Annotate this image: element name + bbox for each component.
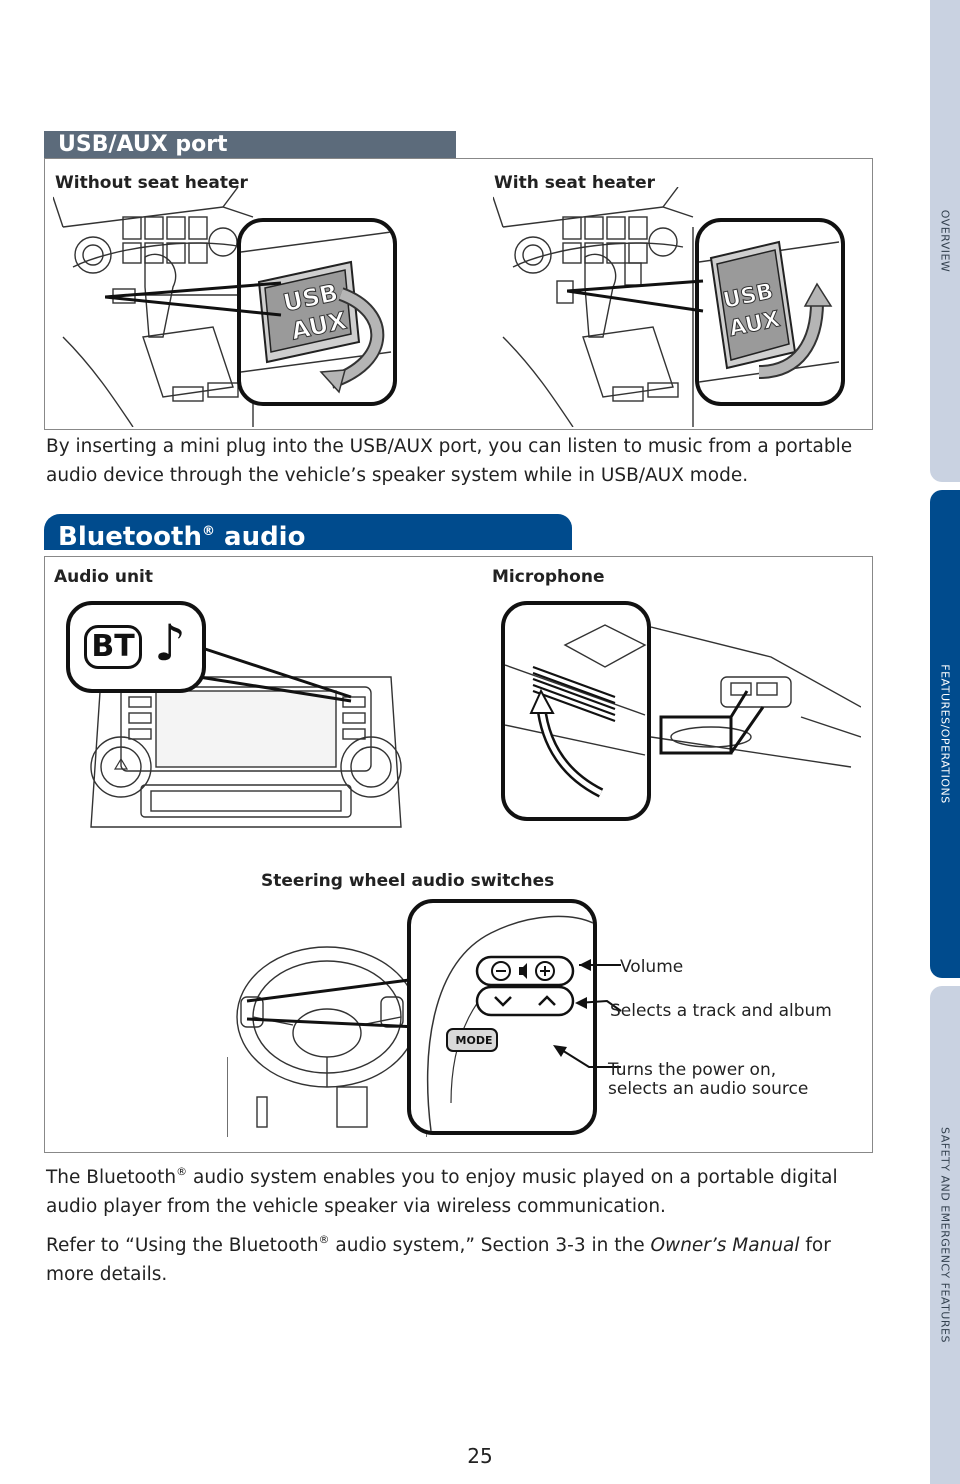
- callout-lines: [553, 959, 622, 1068]
- console-illustration-right: [493, 187, 694, 427]
- steering-pointer-lines: [246, 977, 418, 1029]
- bt-pointer-lines: [198, 645, 352, 703]
- bt-badge: BT: [84, 625, 142, 669]
- bluetooth-paragraph-2: Refer to “Using the Bluetooth® audio sys…: [46, 1225, 866, 1289]
- usb-port-zoom-left: USB AUX: [237, 218, 397, 406]
- music-note-icon: ♪: [154, 614, 186, 672]
- para-text: audio system enables you to enjoy music …: [46, 1167, 838, 1217]
- title-text: Bluetooth: [58, 522, 202, 552]
- callout-power-line2: selects an audio source: [608, 1079, 809, 1099]
- usb-aux-illustration-frame: USB AUX: [44, 158, 873, 430]
- callout-select-track: Selects a track and album: [610, 1001, 832, 1021]
- mode-button[interactable]: MODE: [455, 1034, 493, 1047]
- steering-wheel-illustration: [227, 946, 427, 1137]
- caption-audio-unit: Audio unit: [54, 567, 154, 587]
- page-number: 25: [467, 1444, 493, 1468]
- registered-mark: ®: [201, 524, 215, 539]
- headliner-illustration: [651, 626, 861, 768]
- pointer-line-left: [105, 281, 282, 317]
- bluetooth-paragraph-1: The Bluetooth® audio system enables you …: [46, 1157, 866, 1221]
- para-text: audio system,” Section 3-3 in the: [329, 1235, 651, 1256]
- para-text: Refer to “Using the Bluetooth: [46, 1235, 319, 1256]
- bluetooth-illustration-frame: Audio unit Microphone BT ♪: [44, 556, 873, 1153]
- callout-power-line1: Turns the power on,: [608, 1060, 777, 1080]
- usb-aux-section-title: USB/AUX port: [44, 131, 456, 158]
- title-text-rest: audio: [214, 522, 306, 552]
- caption-microphone: Microphone: [492, 567, 605, 587]
- caption-steering-wheel-audio-switches: Steering wheel audio switches: [261, 871, 555, 891]
- side-tab-label: OVERVIEW: [938, 209, 952, 273]
- para-text: for more details.: [46, 1235, 831, 1285]
- owners-manual-title: Owner’s Manual: [650, 1235, 800, 1256]
- para-text: The Bluetooth: [46, 1167, 177, 1188]
- usb-aux-description: By inserting a mini plug into the USB/AU…: [46, 436, 853, 486]
- caption-with-seat-heater: With seat heater: [494, 173, 656, 193]
- caption-without-seat-heater: Without seat heater: [55, 173, 248, 193]
- side-tab-label: SAFETY AND EMERGENCY FEATURES: [938, 1127, 952, 1343]
- side-tab-features-operations[interactable]: FEATURES/OPERATIONS: [930, 490, 960, 978]
- bt-button-zoom: BT ♪: [66, 601, 206, 693]
- microphone-zoom: [501, 601, 651, 821]
- pointer-line-right: [567, 279, 704, 313]
- side-tab-overview[interactable]: OVERVIEW: [930, 0, 960, 482]
- callout-volume: Volume: [620, 957, 684, 977]
- steering-switch-zoom: MODE: [407, 899, 597, 1135]
- audio-unit-illustration: [90, 676, 402, 828]
- registered-mark: ®: [176, 1165, 188, 1178]
- registered-mark: ®: [318, 1233, 330, 1246]
- side-tab-safety[interactable]: SAFETY AND EMERGENCY FEATURES: [930, 986, 960, 1484]
- usb-port-zoom-right: USB AUX: [695, 218, 845, 406]
- bluetooth-section-title: Bluetooth® audio: [44, 514, 572, 552]
- side-tab-label: FEATURES/OPERATIONS: [938, 664, 952, 804]
